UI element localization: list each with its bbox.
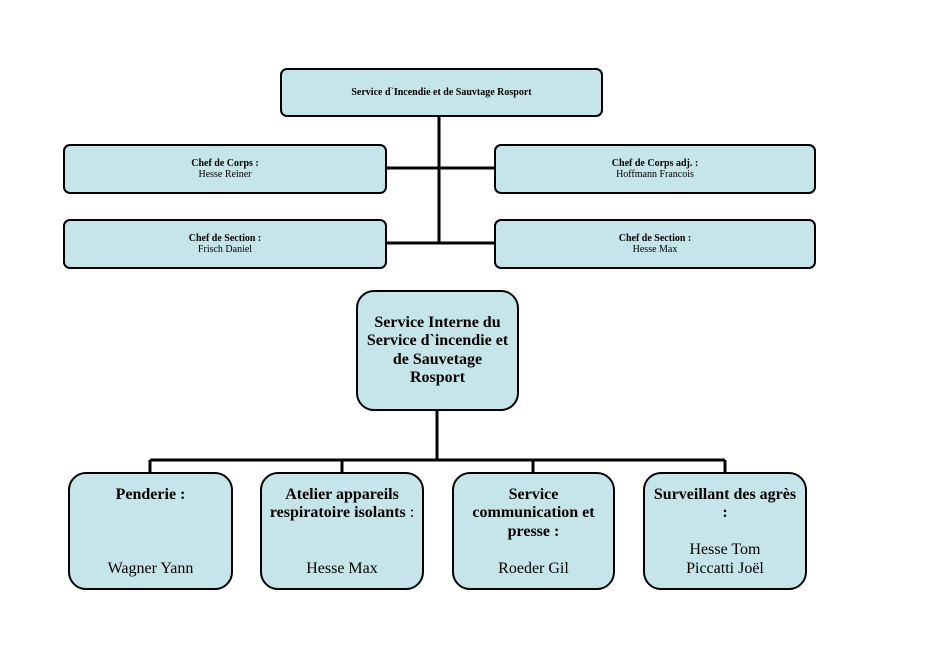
department-member: Hesse Tom <box>689 541 761 559</box>
department-members: Hesse Tom Piccatti Joël <box>686 541 764 578</box>
top-service-box: Service d`Incendie et de Sauvtage Rospor… <box>280 68 603 117</box>
department-role: Surveillant des agrès : <box>653 486 797 522</box>
officer-role: Chef de Section : <box>188 232 262 244</box>
officer-role: Chef de Corps adj. : <box>611 157 699 169</box>
internal-service-box: Service Interne du Service d`incendie et… <box>356 290 519 411</box>
department-box-surveillant: Surveillant des agrès : Hesse Tom Piccat… <box>643 472 807 590</box>
officer-box-chef-de-corps-adj: Chef de Corps adj. : Hoffmann Francois <box>494 144 816 194</box>
department-member: Roeder Gil <box>498 559 569 577</box>
department-box-penderie: Penderie : Wagner Yann <box>68 472 233 590</box>
officer-name: Hesse Max <box>632 244 678 255</box>
officer-role: Chef de Section : <box>618 232 692 244</box>
department-box-atelier: Atelier appareils respiratoire isolants … <box>260 472 424 590</box>
officer-name: Hoffmann Francois <box>616 169 694 180</box>
department-members: Wagner Yann <box>108 560 194 578</box>
department-members: Roeder Gil <box>498 560 569 578</box>
officer-name: Hesse Reiner <box>198 169 252 180</box>
officer-role: Chef de Corps : <box>191 157 259 169</box>
department-member: Piccatti Joël <box>686 559 764 577</box>
internal-service-title: Service Interne du Service d`incendie et… <box>366 313 509 386</box>
officer-box-chef-de-section-2: Chef de Section : Hesse Max <box>494 219 816 269</box>
department-member: Wagner Yann <box>107 559 194 577</box>
department-box-communication: Service communication et presse : Roeder… <box>452 472 615 590</box>
department-role: Service communication et presse : <box>472 486 595 540</box>
department-member: Hesse Max <box>306 559 378 577</box>
officer-name: Frisch Daniel <box>197 244 253 255</box>
top-service-title: Service d`Incendie et de Sauvtage Rospor… <box>351 86 532 98</box>
officer-box-chef-de-section-1: Chef de Section : Frisch Daniel <box>63 219 387 269</box>
department-role: Penderie : <box>115 486 186 503</box>
department-role: Atelier appareils respiratoire isolants … <box>269 486 415 522</box>
officer-box-chef-de-corps: Chef de Corps : Hesse Reiner <box>63 144 387 194</box>
department-members: Hesse Max <box>306 560 378 578</box>
